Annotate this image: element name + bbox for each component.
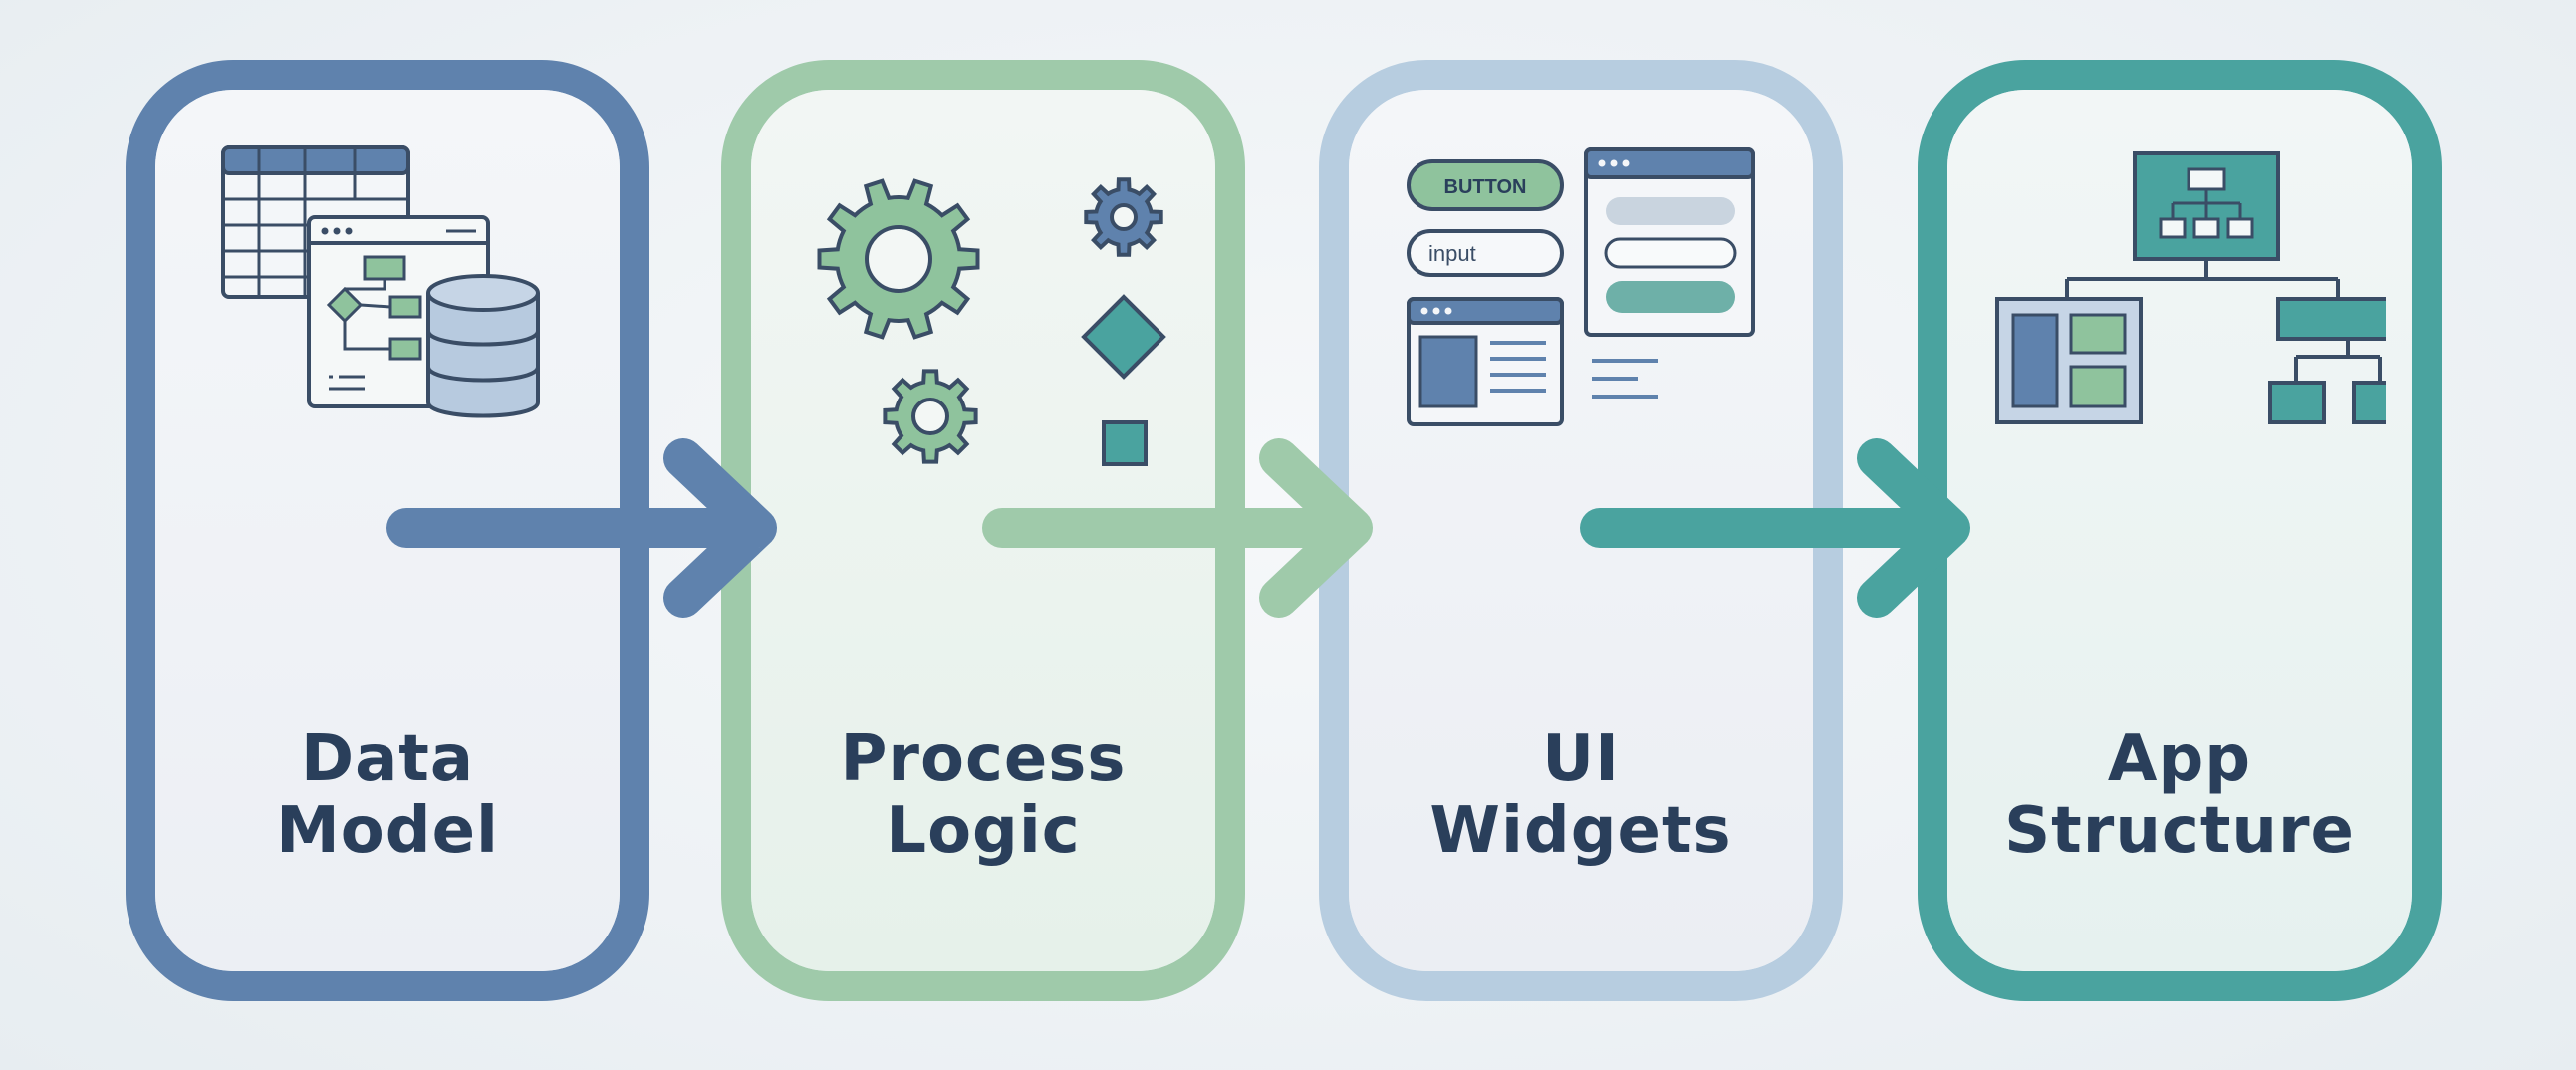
hierarchy-icon xyxy=(2268,297,2386,424)
text-lines-icon xyxy=(1592,359,1658,399)
arrow-3 xyxy=(1580,438,1970,618)
arrow-1 xyxy=(386,438,777,618)
large-gear-icon xyxy=(817,178,980,340)
app-structure-icon xyxy=(1995,151,2386,424)
data-model-icon xyxy=(221,145,540,418)
layout-icon xyxy=(1995,297,2143,424)
square-icon xyxy=(1102,420,1148,466)
form-window-icon xyxy=(1584,147,1755,337)
sitemap-icon xyxy=(2133,151,2280,261)
database-icon xyxy=(426,274,540,418)
input-widget-icon: input xyxy=(1407,229,1564,277)
diamond-icon xyxy=(1081,294,1166,380)
ui-widgets-icon: BUTTON input xyxy=(1407,147,1755,426)
step-card-ui-widgets: BUTTON input xyxy=(1319,60,1843,1001)
window-widget-icon xyxy=(1407,297,1564,426)
svg-text:BUTTON: BUTTON xyxy=(1444,176,1527,198)
svg-text:input: input xyxy=(1428,241,1476,266)
medium-gear-icon xyxy=(883,369,978,464)
small-gear-icon xyxy=(1084,177,1163,257)
arrow-2 xyxy=(982,438,1373,618)
process-logic-icon xyxy=(817,177,1166,466)
button-widget-icon: BUTTON xyxy=(1407,159,1564,211)
